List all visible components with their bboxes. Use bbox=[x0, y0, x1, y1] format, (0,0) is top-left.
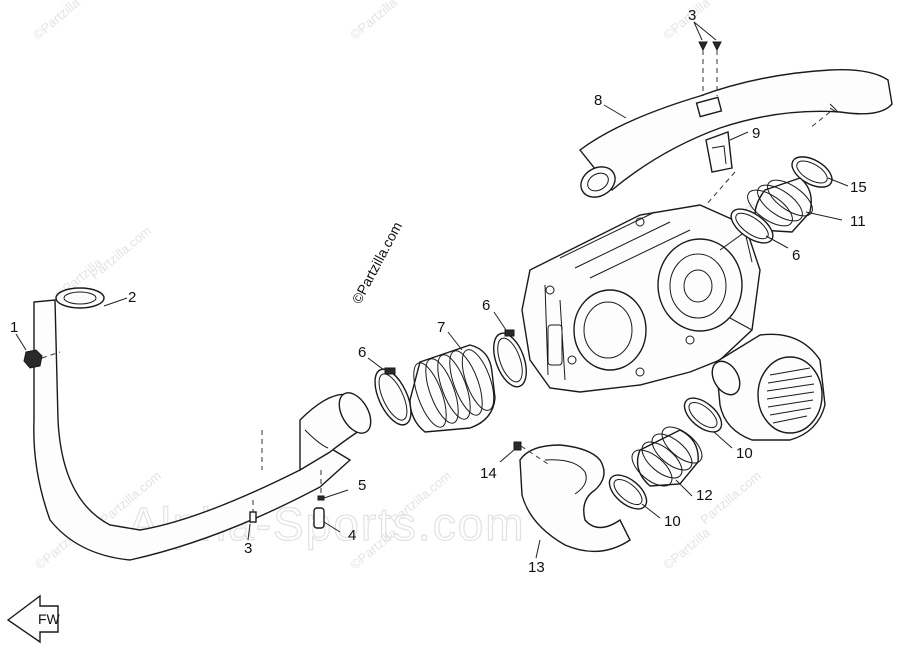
part-10-clamp-lower bbox=[608, 474, 661, 519]
callout-6: 6 bbox=[358, 344, 366, 361]
part-9-bracket bbox=[705, 131, 749, 173]
callout-14: 14 bbox=[480, 465, 497, 482]
callout-2: 2 bbox=[128, 289, 136, 306]
part-11-boot bbox=[747, 177, 843, 233]
callout-3: 3 bbox=[688, 7, 696, 24]
watermark-partzilla: ©Partzilla bbox=[30, 0, 83, 42]
callout-6: 6 bbox=[482, 297, 490, 314]
part-6-clamp-middle bbox=[493, 311, 527, 388]
callout-7: 7 bbox=[437, 319, 445, 336]
part-8-outlet-duct bbox=[579, 69, 893, 198]
part-13-curved-duct bbox=[519, 444, 631, 559]
watermark-center-stamp: ©Partzilla.com bbox=[349, 219, 406, 306]
watermark-partzilla: ©Partzilla bbox=[660, 524, 713, 572]
callout-11: 11 bbox=[850, 213, 866, 230]
callout-8: 8 bbox=[594, 92, 602, 109]
callout-1: 1 bbox=[10, 319, 18, 336]
part-14-bolt bbox=[499, 441, 549, 465]
callout-6: 6 bbox=[792, 247, 800, 264]
callout-15: 15 bbox=[850, 179, 867, 196]
callout-9: 9 bbox=[752, 125, 760, 142]
callout-13: 13 bbox=[528, 559, 545, 576]
callout-10: 10 bbox=[736, 445, 753, 462]
cvt-housing bbox=[521, 171, 761, 393]
callout-4: 4 bbox=[348, 527, 356, 544]
part-12-boot bbox=[631, 426, 703, 497]
callout-10: 10 bbox=[664, 513, 681, 530]
callout-5: 5 bbox=[358, 477, 366, 494]
callout-labels: 1 2 3 4 5 6 7 6 8 3 9 15 11 6 10 12 10 1… bbox=[10, 7, 867, 576]
front-direction-arrow: FW bbox=[6, 594, 61, 644]
part-6-clamp-right bbox=[730, 208, 789, 249]
callout-3: 3 bbox=[244, 540, 252, 557]
watermark-partzilla: ©Partzilla bbox=[347, 0, 400, 42]
part-2-intake-duct bbox=[33, 287, 372, 561]
part-1-nut bbox=[15, 333, 61, 369]
watermark-partzilla: ©Partzilla bbox=[660, 0, 713, 42]
fastener-group-lower-left bbox=[247, 470, 349, 541]
watermark-partzilla-com: Partzilla.com bbox=[87, 223, 154, 282]
callout-12: 12 bbox=[696, 487, 713, 504]
part-6-clamp-left bbox=[367, 357, 412, 426]
front-arrow-label: FW bbox=[38, 611, 61, 627]
inlet-fan-housing bbox=[711, 333, 826, 441]
part-3-bolts-upper bbox=[693, 21, 722, 96]
part-7-rubber-boot bbox=[409, 331, 496, 433]
part-10-clamp-upper bbox=[683, 397, 733, 449]
